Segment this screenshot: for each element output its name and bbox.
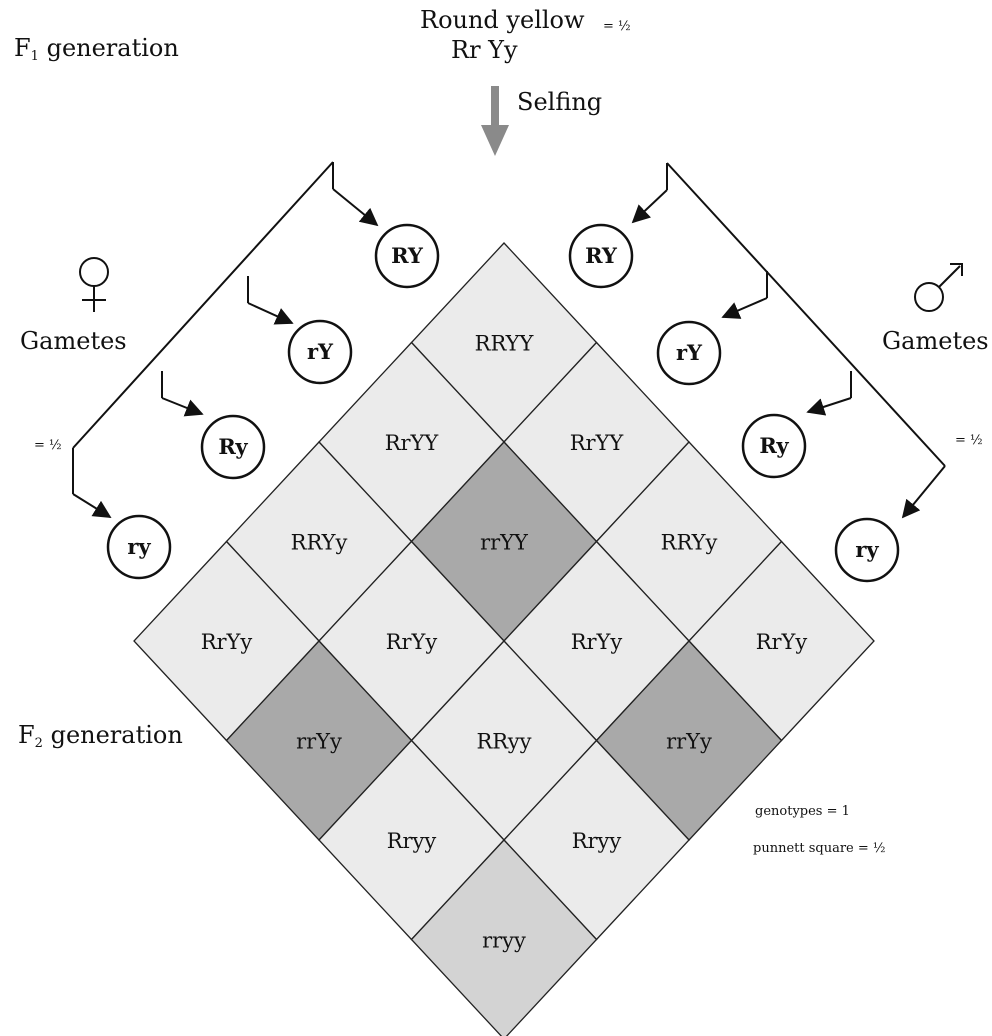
gamete-label: ry <box>855 537 879 562</box>
gamete-circle <box>106 514 172 580</box>
gamete-circle <box>200 414 266 480</box>
genotypes-note: genotypes = 1 <box>755 804 850 819</box>
punnett-cell-genotype: RrYy <box>386 630 438 654</box>
punnett-square-note: punnett square = ½ <box>753 841 886 856</box>
punnett-cell-genotype: rrYy <box>296 730 342 754</box>
parent-genotype: Rr Yy <box>451 36 518 64</box>
male-gametes-label: Gametes <box>882 327 989 355</box>
gamete-label: RY <box>391 243 424 268</box>
gamete-circle <box>287 319 353 385</box>
gamete-arrow <box>721 297 768 319</box>
male-symbol-icon <box>914 263 963 312</box>
punnett-cell-genotype: Rryy <box>572 829 622 853</box>
punnett-cell-genotype: RrYy <box>756 630 808 654</box>
f1-generation-label: F1 generation <box>14 34 179 64</box>
punnett-cell-genotype: RrYY <box>570 431 625 455</box>
punnett-cell-genotype: RRYy <box>661 531 718 555</box>
gamete-arrow <box>806 397 852 416</box>
gamete-arrow <box>631 189 668 224</box>
gamete-arrow <box>332 188 379 227</box>
branch-trunk-line <box>666 162 946 467</box>
gamete-circle <box>741 413 807 479</box>
gamete-label: rY <box>676 340 703 365</box>
punnett-cell-genotype: RRyy <box>477 730 532 754</box>
female-ratio: = ½ <box>34 438 62 453</box>
male-ratio: = ½ <box>955 433 983 448</box>
punnett-cell-genotype: RrYy <box>571 630 623 654</box>
f2-generation-label: F2 generation <box>18 721 183 751</box>
selfing-label: Selfing <box>517 88 602 116</box>
gamete-arrow <box>72 493 112 518</box>
male-gamete-branch: RY rY Ry ry <box>568 162 946 583</box>
punnett-cell-genotype: rrYY <box>480 531 529 555</box>
branch-trunk-line <box>72 161 334 449</box>
punnett-cell-genotype: RRYY <box>475 332 535 356</box>
gamete-arrow <box>247 302 294 325</box>
punnett-cell-genotype: rrYy <box>666 730 712 754</box>
selfing-arrow-icon <box>481 86 509 156</box>
gamete-arrow <box>901 465 946 519</box>
female-gametes-label: Gametes <box>20 327 127 355</box>
parent-phenotype: Round yellow <box>420 6 585 34</box>
punnett-cell-genotype: rryy <box>482 929 526 953</box>
gamete-circle <box>834 517 900 583</box>
female-gamete-branch: RY rY Ry ry <box>72 161 440 580</box>
parent-phenotype-ratio: = ½ <box>603 19 631 34</box>
gamete-circle <box>656 320 722 386</box>
gamete-label: RY <box>585 243 618 268</box>
punnett-cell-genotype: RrYY <box>385 431 440 455</box>
punnett-cell-genotype: RRYy <box>291 531 348 555</box>
gamete-label: ry <box>127 534 151 559</box>
gamete-label: rY <box>307 339 334 364</box>
punnett-cell-genotype: Rryy <box>387 829 437 853</box>
gamete-circle <box>568 223 634 289</box>
gamete-label: Ry <box>218 434 248 459</box>
gamete-arrow <box>161 397 204 417</box>
gamete-circle <box>374 223 440 289</box>
punnett-cell <box>410 839 598 1036</box>
punnett-cell-genotype: RrYy <box>201 630 253 654</box>
female-symbol-icon <box>79 257 109 312</box>
gamete-label: Ry <box>759 433 789 458</box>
